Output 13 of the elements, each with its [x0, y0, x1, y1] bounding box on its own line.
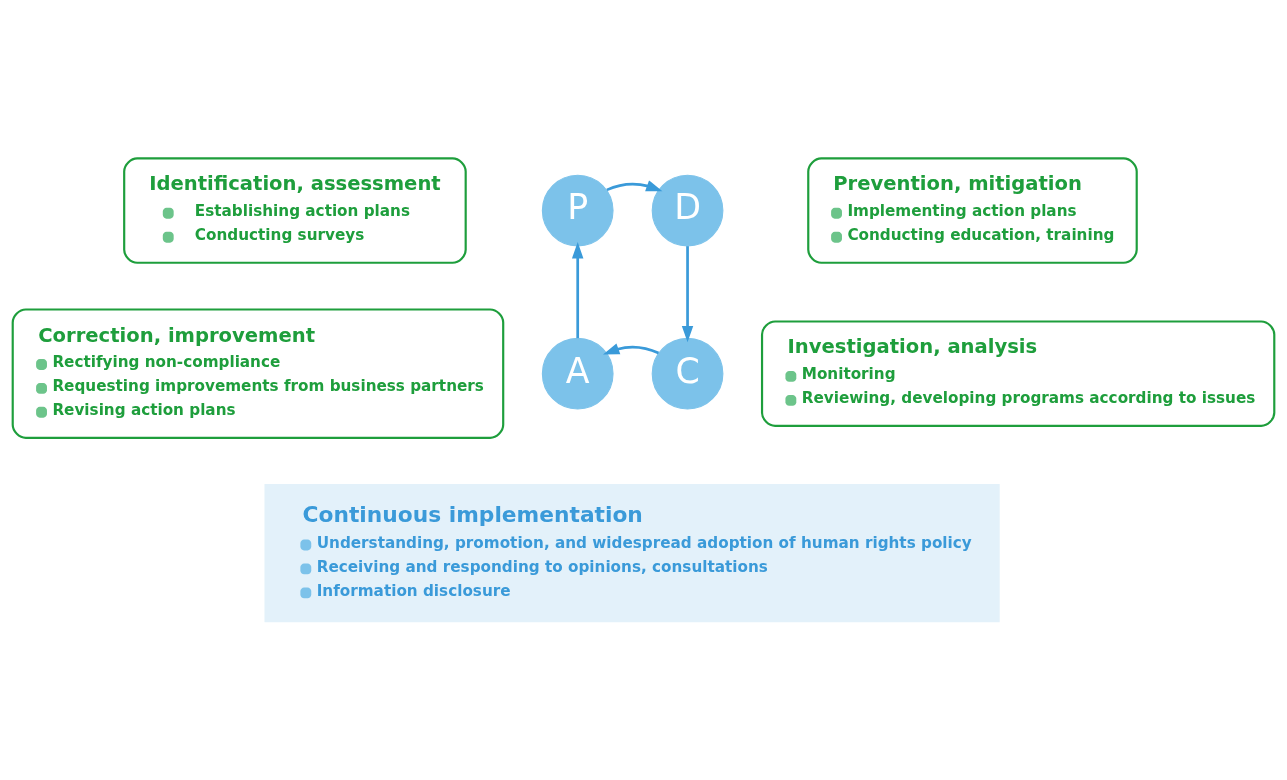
node-box: Investigation, analysis Monitoring Reviewing, developing programs according to issues: [760, 320, 1276, 427]
node-box: Identification, assessment Establishing action plans Conducting surveys: [123, 157, 467, 264]
arrow: [681, 246, 694, 343]
node-circle: A: [541, 337, 614, 410]
arrow: [606, 180, 663, 192]
node-box: Correction, improvement Rectifying non-compliance Requesting improvements from business partners Revising action plans: [11, 308, 505, 439]
arrow: [572, 242, 584, 339]
node-box: Continuous implementation Understanding, promotion, and widespread adoption of human rights policy Receiving and responding to opinions, consultations Information disclosure: [264, 484, 1000, 623]
node-box: Prevention, mitigation Implementing action plans Conducting education, training: [807, 157, 1138, 264]
node-circle: D: [651, 174, 724, 247]
arrow: [603, 343, 660, 355]
node-circle: C: [651, 337, 724, 410]
node-circle: P: [541, 174, 614, 247]
